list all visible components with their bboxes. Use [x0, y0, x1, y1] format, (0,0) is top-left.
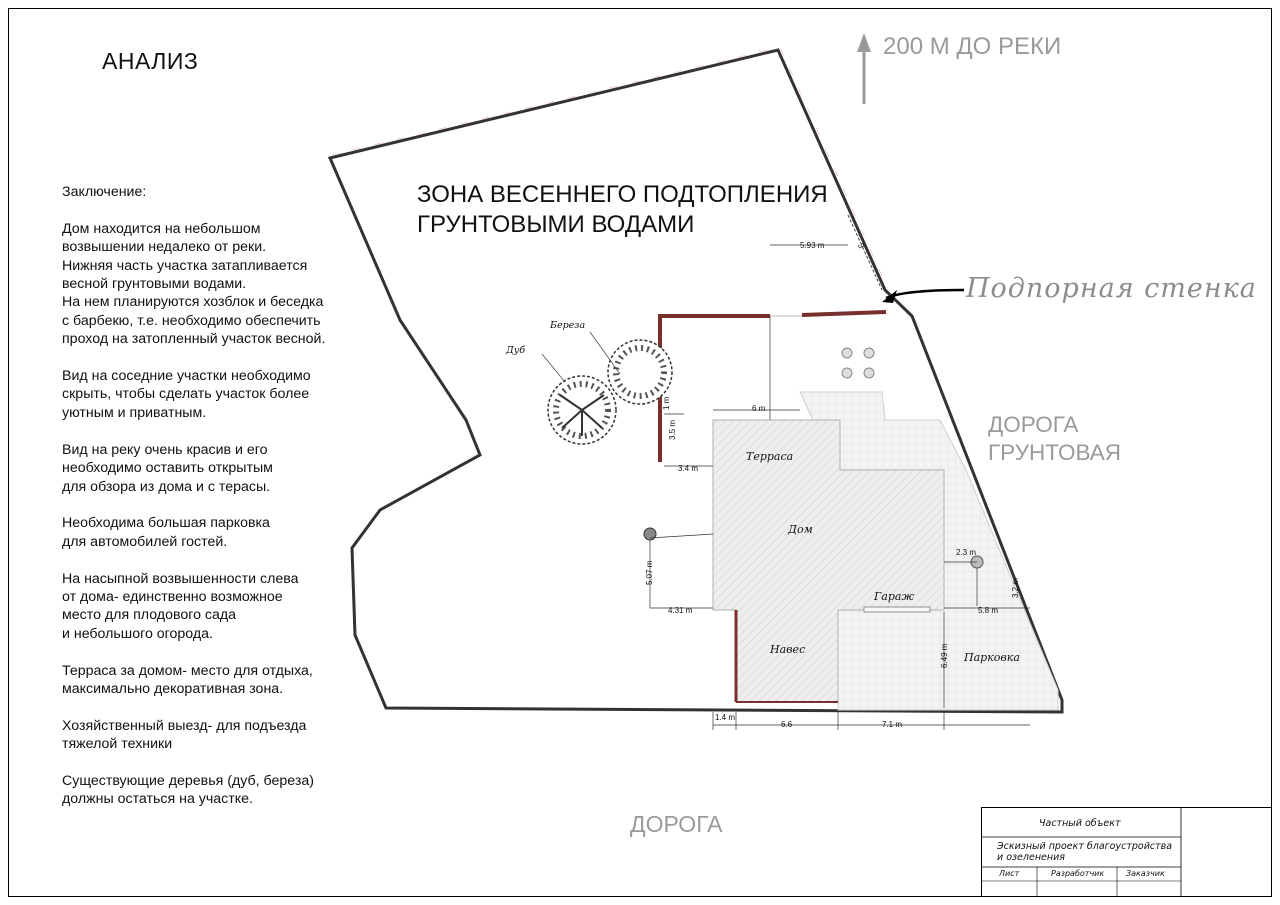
dim-2-3: 2.3 m — [956, 548, 977, 557]
analysis-notes: Заключение: Дом находится на небольшом в… — [62, 184, 326, 808]
river-label: 200 М ДО РЕКИ — [883, 33, 1062, 60]
retaining-wall-label: Подпорная стенка — [966, 273, 1257, 304]
house-label: Дом — [788, 523, 813, 536]
dim-6-6: 6.6 — [781, 720, 793, 729]
stamp-developer: Разработчик — [1051, 869, 1105, 878]
dim-7-1: 7.1 m — [882, 720, 903, 729]
house-footprint — [712, 419, 945, 703]
dim-6-49: 6.49 m — [940, 643, 949, 668]
stamp-object: Частный объект — [1039, 818, 1121, 829]
page-title: АНАЛИЗ — [102, 48, 199, 74]
drawing-sheet-frame — [8, 8, 1272, 897]
dirt-road-label: ДОРОГА ГРУНТОВАЯ — [988, 412, 1121, 465]
dim-6: 6 m — [752, 404, 766, 413]
birch-label: Береза — [550, 320, 586, 331]
dim-5-93: 5.93 m — [800, 241, 825, 250]
dim-5-8: 5.8 m — [978, 606, 999, 615]
retaining-wall — [658, 314, 770, 462]
stamp-sheet: Лист — [999, 869, 1020, 878]
dim-3-2: 3.2 m — [1011, 577, 1020, 598]
dimension-lines — [649, 244, 1030, 730]
dim-3-5: 3.5 m — [668, 419, 677, 440]
stamp-project: Эскизный проект благоустройства и озелен… — [997, 841, 1173, 863]
garage-label: Гараж — [874, 590, 914, 603]
flood-zone-label: ЗОНА ВЕСЕННЕГО ПОДТОПЛЕНИЯ ГРУНТОВЫМИ ВО… — [417, 181, 828, 238]
plot-boundary — [327, 48, 1064, 714]
title-block: Частный объект Эскизный проект благоустр… — [981, 807, 1272, 897]
birch-tree — [607, 339, 673, 405]
dim-4-31: 4.31 m — [668, 606, 693, 615]
terrace-label: Терраса — [746, 450, 794, 463]
road-label: ДОРОГА — [630, 811, 723, 837]
oak-tree — [547, 375, 617, 445]
dim-1: 1 m — [662, 396, 671, 410]
canopy-label: Навес — [770, 643, 806, 656]
dim-1-4: 1.4 m — [715, 713, 736, 722]
shrubs — [841, 347, 875, 379]
dim-5-07: 5.07 m — [645, 560, 654, 585]
stamp-customer: Заказчик — [1126, 869, 1165, 878]
leader-retaining-wall — [885, 288, 965, 300]
garage-door — [863, 606, 931, 613]
parking-label: Парковка — [964, 651, 1020, 664]
oak-label: Дуб — [506, 345, 526, 356]
dim-3-4: 3.4 m — [678, 464, 699, 473]
small-tree-left — [643, 527, 657, 541]
